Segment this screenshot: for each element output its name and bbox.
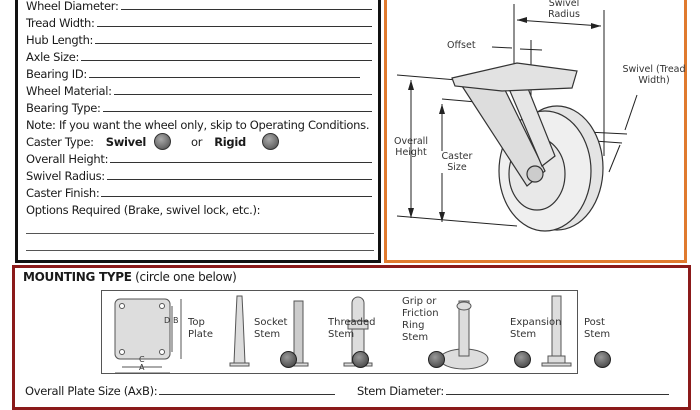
input-line[interactable] [120, 9, 372, 10]
or-label: or [191, 134, 203, 149]
type-threaded-stem-label: Threaded Stem [328, 317, 376, 340]
input-line[interactable] [110, 162, 372, 163]
field-tread-width[interactable]: Tread Width: [26, 13, 372, 30]
socket-stem-icon [233, 295, 246, 364]
field-bearing-id[interactable]: Bearing ID: [26, 64, 360, 81]
caster-type-row: Caster Type: Swivel or Rigid [26, 133, 372, 150]
mounting-options-box: B D C A Top Plate Socket Stem Threaded S… [101, 290, 611, 374]
offset-label: Offset [447, 40, 476, 51]
caster-diagram [396, 4, 638, 232]
caster-type-label: Caster Type: [26, 134, 94, 149]
input-line[interactable] [159, 394, 335, 395]
mounting-subtitle: (circle one below) [135, 270, 237, 284]
swivel-label: Swivel [105, 134, 147, 149]
field-swivel-radius[interactable]: Swivel Radius: [26, 166, 372, 183]
swivel-radius-label: Swivel Radius [548, 0, 580, 20]
mounting-heading: MOUNTING TYPE [23, 270, 132, 284]
input-line[interactable] [81, 60, 372, 61]
input-line[interactable] [96, 26, 372, 27]
options-label: Options Required (Brake, swivel lock, et… [26, 200, 372, 217]
input-line[interactable] [102, 111, 372, 112]
field-label: Tread Width: [26, 16, 95, 30]
field-plate-size[interactable]: Overall Plate Size (AxB): [25, 382, 335, 398]
field-label: Wheel Material: [26, 84, 112, 98]
field-caster-finish[interactable]: Caster Finish: [26, 183, 372, 200]
field-label: Bearing ID: [26, 67, 88, 81]
grip-ring-stem-radio[interactable] [428, 351, 445, 368]
rigid-radio[interactable] [261, 133, 279, 150]
field-label: Hub Length: [26, 33, 94, 47]
type-grip-ring-stem-label: Grip or Friction Ring Stem [402, 296, 439, 343]
top-plate-icon [114, 298, 171, 360]
dim-d: D [164, 316, 171, 325]
field-label: Swivel Radius: [26, 169, 105, 183]
field-axle-size[interactable]: Axle Size: [26, 47, 372, 64]
field-bearing-type[interactable]: Bearing Type: [26, 98, 372, 115]
field-label: Stem Diameter: [357, 384, 444, 398]
caster-diagram-panel: Swivel Radius Offset Swivel (Tread Width… [384, 0, 687, 263]
input-line[interactable] [101, 196, 372, 197]
wheel-spec-panel: Wheel Diameter: Tread Width: Hub Length:… [15, 0, 381, 263]
note: Note: If you want the wheel only, skip t… [26, 118, 370, 132]
caster-size-label: Caster Size [437, 151, 477, 173]
options-text: Options Required (Brake, swivel lock, et… [26, 203, 261, 217]
input-line[interactable] [89, 77, 360, 78]
field-overall-height[interactable]: Overall Height: [26, 149, 372, 166]
field-stem-diameter[interactable]: Stem Diameter: [357, 382, 669, 398]
field-label: Overall Plate Size (AxB): [25, 384, 158, 398]
mounting-title: MOUNTING TYPE (circle one below) [23, 270, 237, 284]
overall-height-label: Overall Height [394, 136, 428, 158]
threaded-stem-radio[interactable] [352, 351, 369, 368]
grip-ring-stem-icon [351, 296, 365, 364]
field-label: Bearing Type: [26, 101, 101, 115]
socket-stem-radio[interactable] [280, 351, 297, 368]
expansion-stem-radio[interactable] [514, 351, 531, 368]
rigid-label: Rigid [214, 134, 246, 149]
field-label: Axle Size: [26, 50, 80, 64]
type-post-stem-label: Post Stem [584, 317, 611, 340]
input-line[interactable] [445, 394, 669, 395]
type-expansion-stem-label: Expansion Stem [510, 317, 562, 340]
field-label: Caster Finish: [26, 186, 100, 200]
swivel-radio[interactable] [154, 133, 172, 150]
dim-c: C [139, 355, 145, 364]
note-text: Note: If you want the wheel only, skip t… [26, 115, 372, 132]
field-hub-length[interactable]: Hub Length: [26, 30, 372, 47]
mounting-type-section: MOUNTING TYPE (circle one below) B D C A… [12, 265, 691, 410]
mounting-illustrations [114, 295, 572, 373]
field-label: Wheel Diameter: [26, 0, 119, 13]
field-wheel-diameter[interactable]: Wheel Diameter: [26, 0, 372, 13]
swivel-tread-label: Swivel (Tread Width) [622, 64, 686, 86]
dim-b: B [173, 316, 179, 325]
input-line[interactable] [106, 179, 372, 180]
input-line[interactable] [95, 43, 372, 44]
type-socket-stem-label: Socket Stem [254, 317, 288, 340]
post-stem-radio[interactable] [594, 351, 611, 368]
options-line-2[interactable] [26, 250, 374, 251]
type-top-plate-label: Top Plate [188, 317, 214, 340]
input-line[interactable] [113, 94, 372, 95]
options-line-1[interactable] [26, 233, 374, 234]
field-label: Overall Height: [26, 152, 109, 166]
field-wheel-material[interactable]: Wheel Material: [26, 81, 372, 98]
dim-a: A [139, 363, 145, 372]
